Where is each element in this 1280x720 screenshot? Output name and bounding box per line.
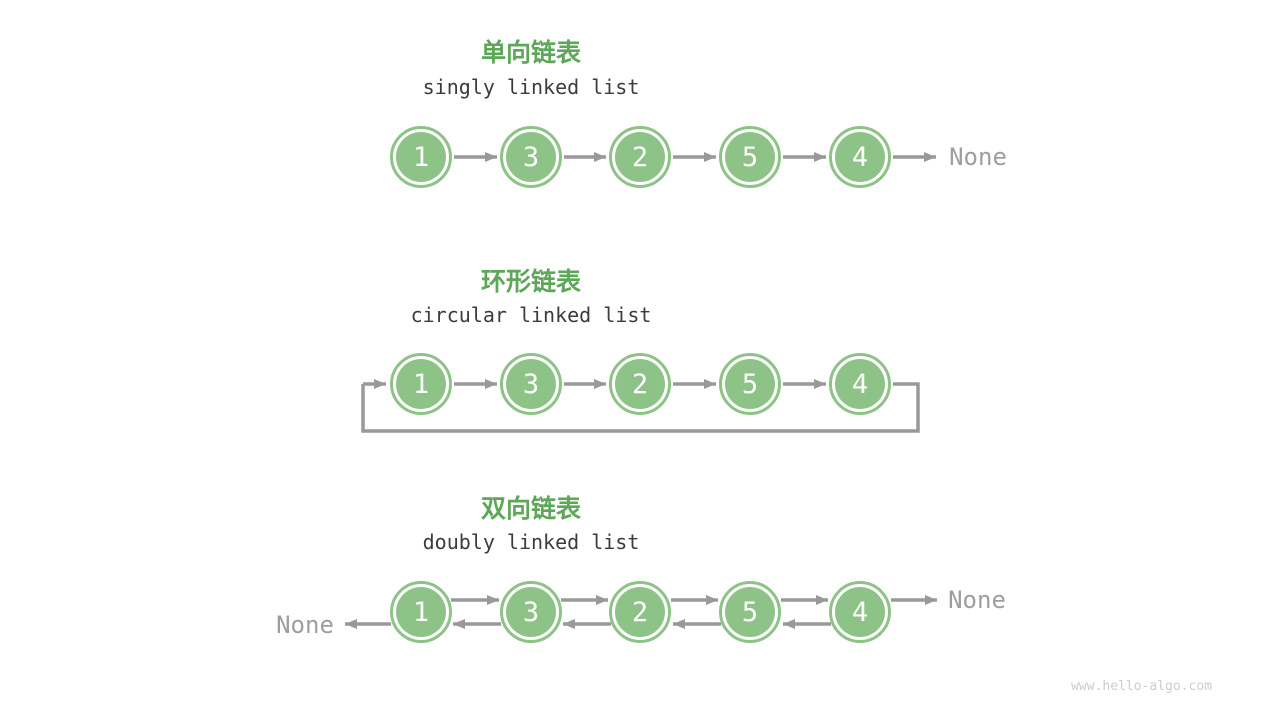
section-title-en: circular linked list bbox=[411, 303, 652, 327]
node-value: 3 bbox=[523, 369, 539, 400]
node-body bbox=[506, 359, 556, 409]
node-body bbox=[835, 587, 885, 637]
section-title-en: doubly linked list bbox=[423, 530, 640, 554]
node-value: 3 bbox=[523, 142, 539, 173]
list-node: 4 bbox=[829, 126, 891, 188]
doubly-linked-list-section: 双向链表 doubly linked list 1 3 2 bbox=[276, 494, 1006, 643]
node-value: 2 bbox=[632, 597, 648, 628]
none-label: None bbox=[949, 143, 1007, 171]
list-node: 5 bbox=[719, 126, 781, 188]
node-value: 4 bbox=[852, 597, 868, 628]
node-value: 5 bbox=[742, 142, 758, 173]
node-outer-ring bbox=[829, 126, 891, 188]
watermark: www.hello-algo.com bbox=[1071, 679, 1212, 694]
node-body bbox=[615, 359, 665, 409]
list-node: 4 bbox=[829, 581, 891, 643]
list-node: 5 bbox=[719, 581, 781, 643]
node-value: 5 bbox=[742, 369, 758, 400]
loop-back-path bbox=[361, 382, 920, 433]
node-outer-ring bbox=[609, 353, 671, 415]
node-body bbox=[835, 359, 885, 409]
node-outer-ring bbox=[719, 126, 781, 188]
node-outer-ring bbox=[719, 353, 781, 415]
node-value: 1 bbox=[413, 142, 429, 173]
section-title-zh: 双向链表 bbox=[481, 494, 582, 523]
node-value: 2 bbox=[632, 369, 648, 400]
list-node: 5 bbox=[719, 353, 781, 415]
circular-linked-list-section: 环形链表 circular linked list 1 3 2 5 bbox=[361, 267, 920, 433]
section-title-en: singly linked list bbox=[423, 75, 640, 99]
list-node: 3 bbox=[500, 353, 562, 415]
node-outer-ring bbox=[829, 581, 891, 643]
node-body bbox=[396, 132, 446, 182]
node-value: 2 bbox=[632, 142, 648, 173]
list-node: 1 bbox=[390, 581, 452, 643]
node-outer-ring bbox=[719, 581, 781, 643]
list-node: 3 bbox=[500, 126, 562, 188]
none-label: None bbox=[276, 611, 334, 639]
node-outer-ring bbox=[609, 581, 671, 643]
node-value: 3 bbox=[523, 597, 539, 628]
singly-linked-list-section: 单向链表 singly linked list 1 3 2 5 bbox=[390, 38, 1007, 188]
node-value: 4 bbox=[852, 142, 868, 173]
node-body bbox=[506, 587, 556, 637]
node-body bbox=[506, 132, 556, 182]
node-outer-ring bbox=[500, 581, 562, 643]
node-body bbox=[725, 359, 775, 409]
node-outer-ring bbox=[500, 353, 562, 415]
node-value: 1 bbox=[413, 369, 429, 400]
node-body bbox=[725, 132, 775, 182]
list-node: 2 bbox=[609, 581, 671, 643]
node-value: 4 bbox=[852, 369, 868, 400]
node-body bbox=[835, 132, 885, 182]
node-value: 5 bbox=[742, 597, 758, 628]
node-body bbox=[396, 587, 446, 637]
node-outer-ring bbox=[500, 126, 562, 188]
list-node: 3 bbox=[500, 581, 562, 643]
list-node: 2 bbox=[609, 126, 671, 188]
node-outer-ring bbox=[390, 581, 452, 643]
node-body bbox=[615, 132, 665, 182]
list-node: 2 bbox=[609, 353, 671, 415]
node-outer-ring bbox=[390, 353, 452, 415]
node-body bbox=[396, 359, 446, 409]
none-label: None bbox=[948, 586, 1006, 614]
section-title-zh: 单向链表 bbox=[481, 38, 582, 67]
list-node: 4 bbox=[829, 353, 891, 415]
list-node: 1 bbox=[390, 126, 452, 188]
list-node: 1 bbox=[390, 353, 452, 415]
node-outer-ring bbox=[829, 353, 891, 415]
node-outer-ring bbox=[390, 126, 452, 188]
node-body bbox=[725, 587, 775, 637]
node-value: 1 bbox=[413, 597, 429, 628]
section-title-zh: 环形链表 bbox=[481, 267, 582, 296]
node-outer-ring bbox=[609, 126, 671, 188]
node-body bbox=[615, 587, 665, 637]
